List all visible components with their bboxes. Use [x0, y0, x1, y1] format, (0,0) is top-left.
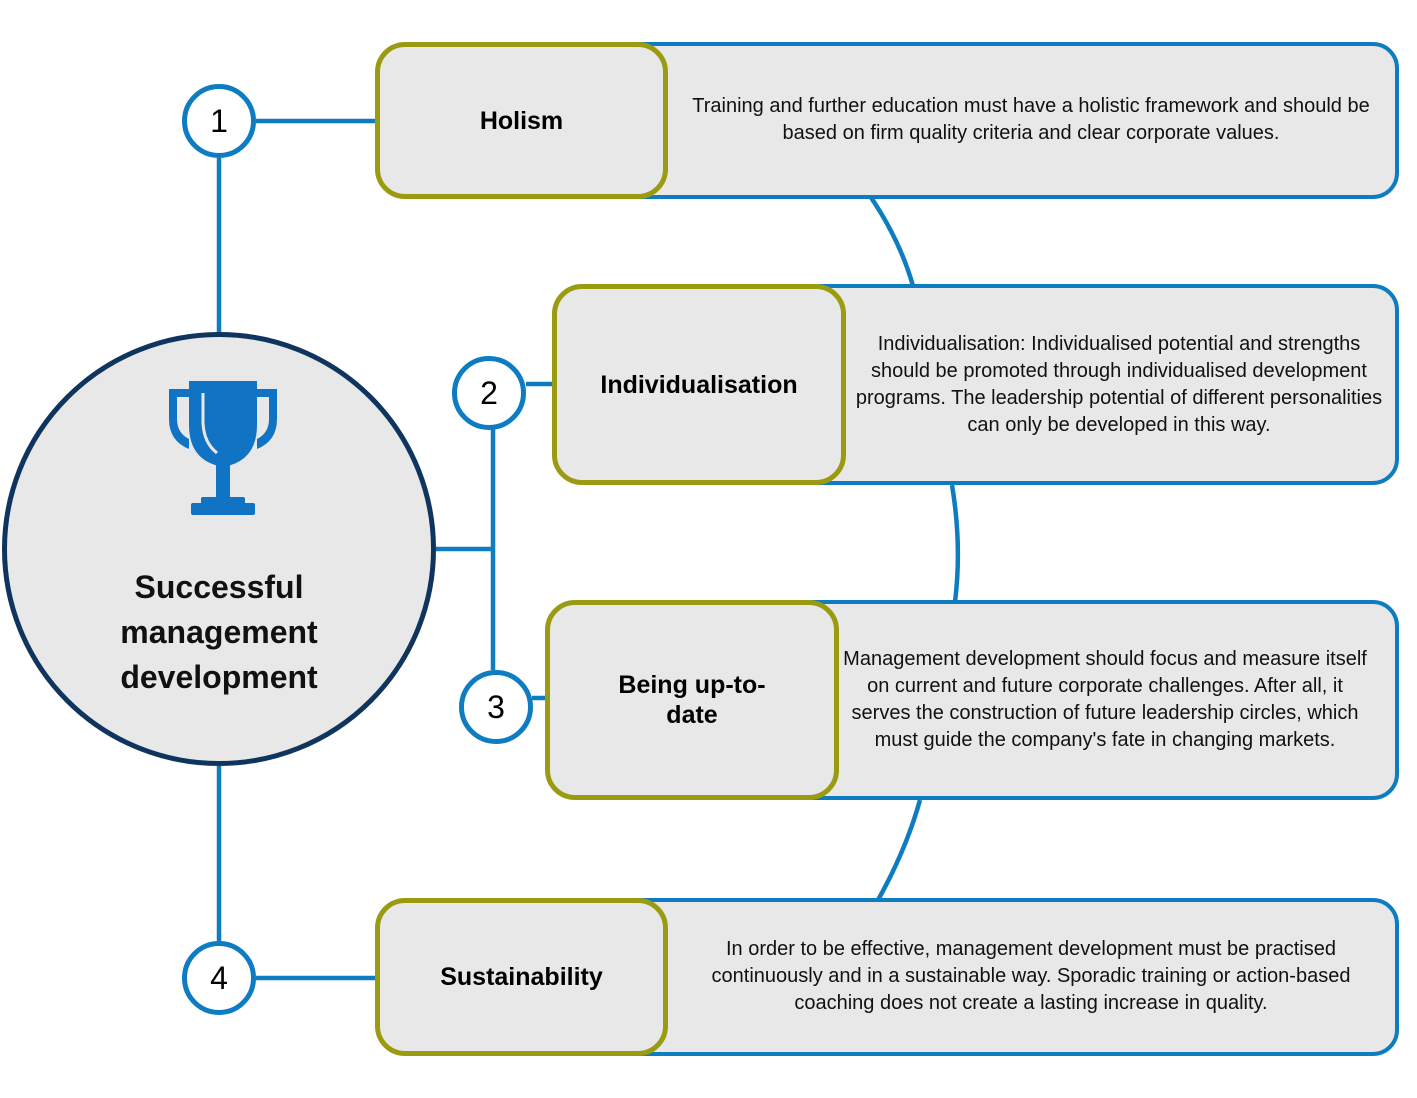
- sustainability-title: Sustainability: [440, 963, 603, 991]
- sustainability-description: In order to be effective, management dev…: [711, 937, 1351, 1014]
- sustainability-description-box: [600, 898, 1399, 1056]
- number-badge-4: 4: [182, 941, 256, 1015]
- individualisation-description: Individualisation: Individualised potent…: [855, 333, 1383, 436]
- being-up-to-date-description-box: [780, 600, 1399, 800]
- being-up-to-date-description: Management development should focus and …: [843, 648, 1367, 751]
- holism-description-box: [600, 42, 1399, 199]
- holism-title-box: Holism: [375, 42, 668, 199]
- holism-title: Holism: [479, 106, 564, 135]
- individualisation-title: Individualisation: [600, 370, 798, 399]
- holism-description: Training and further education must have…: [692, 95, 1370, 144]
- being-up-to-date-title-box: Being up-to-date: [545, 600, 839, 800]
- sustainability-title-box: Sustainability: [375, 898, 668, 1056]
- number-badge-1: 1: [182, 84, 256, 158]
- being-up-to-date-title: Being up-to-date: [618, 671, 766, 729]
- center-title: Successful management development: [120, 569, 318, 695]
- number-badge-3: 3: [459, 670, 533, 744]
- trophy-icon: [169, 381, 277, 515]
- center-circle: Successful management development: [2, 332, 436, 766]
- individualisation-title-box: Individualisation: [552, 284, 846, 485]
- individualisation-description-box: [780, 284, 1399, 485]
- number-badge-2: 2: [452, 356, 526, 430]
